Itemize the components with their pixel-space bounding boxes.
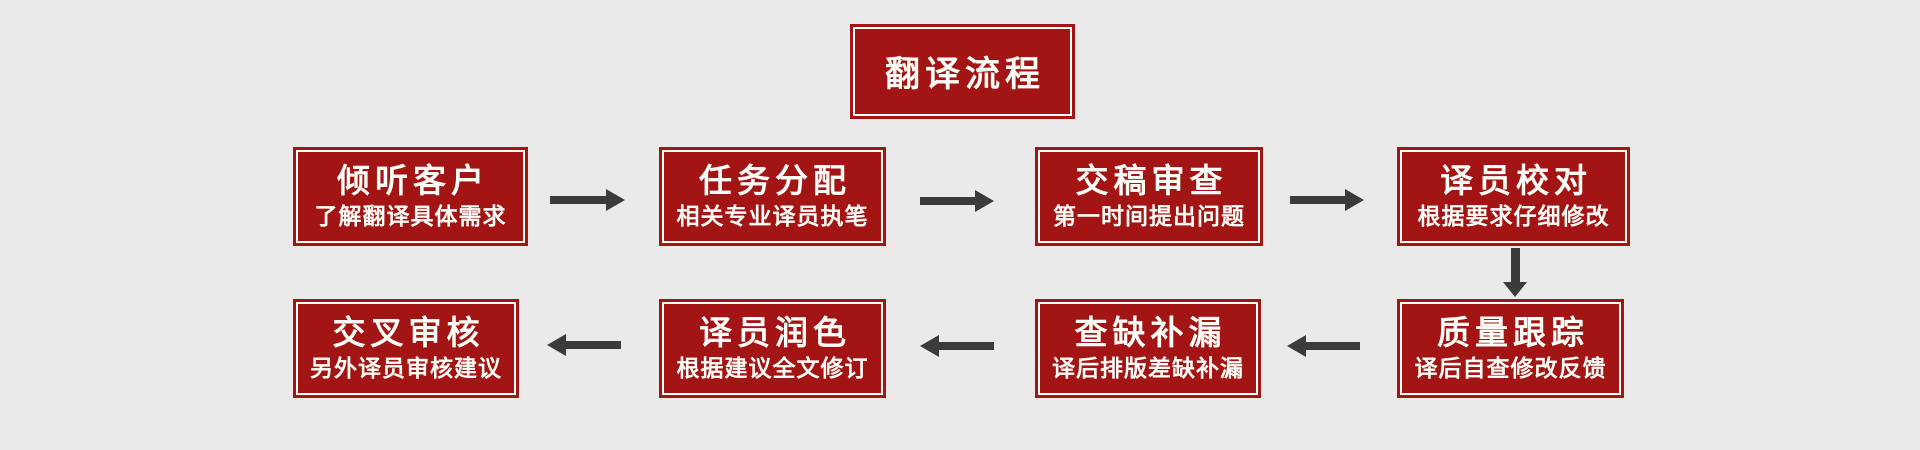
step-title: 任务分配 <box>699 160 851 200</box>
arrow-down-icon <box>1503 248 1527 297</box>
step-box-translator-proofread: 译员校对 根据要求仔细修改 <box>1397 147 1630 246</box>
step-title: 交稿审查 <box>1075 160 1228 200</box>
arrow-right-icon <box>1290 189 1364 211</box>
step-subtitle: 相关专业译员执笔 <box>676 204 869 231</box>
step-subtitle: 根据建议全文修订 <box>676 356 869 383</box>
arrow-right-icon <box>550 189 625 211</box>
step-box-draft-review: 交稿审查 第一时间提出问题 <box>1035 147 1263 246</box>
step-box-listen-client: 倾听客户 了解翻译具体需求 <box>293 147 528 246</box>
arrow-left-icon <box>1287 335 1360 357</box>
step-subtitle: 译后排版差缺补漏 <box>1052 356 1244 383</box>
step-title: 倾听客户 <box>337 160 489 200</box>
process-title: 翻译流程 <box>884 55 1045 95</box>
arrow-left-icon <box>920 335 994 357</box>
step-subtitle: 第一时间提出问题 <box>1053 204 1245 231</box>
step-box-cross-review: 交叉审核 另外译员审核建议 <box>293 299 519 398</box>
step-title: 质量跟踪 <box>1437 312 1589 352</box>
process-title-box: 翻译流程 <box>850 24 1075 119</box>
step-subtitle: 译后自查修改反馈 <box>1414 356 1607 383</box>
step-title: 译员润色 <box>699 312 851 352</box>
step-subtitle: 了解翻译具体需求 <box>314 204 507 231</box>
step-box-translator-polish: 译员润色 根据建议全文修订 <box>659 299 886 398</box>
step-subtitle: 另外译员审核建议 <box>310 356 502 383</box>
step-box-quality-tracking: 质量跟踪 译后自查修改反馈 <box>1397 299 1624 398</box>
step-subtitle: 根据要求仔细修改 <box>1417 204 1610 231</box>
step-title: 查缺补漏 <box>1074 312 1227 352</box>
step-box-gap-filling: 查缺补漏 译后排版差缺补漏 <box>1035 299 1261 398</box>
arrow-right-icon <box>920 190 994 212</box>
step-box-task-assignment: 任务分配 相关专业译员执笔 <box>659 147 886 246</box>
arrow-left-icon <box>547 334 621 356</box>
step-title: 译员校对 <box>1440 160 1592 200</box>
step-title: 交叉审核 <box>332 312 485 352</box>
